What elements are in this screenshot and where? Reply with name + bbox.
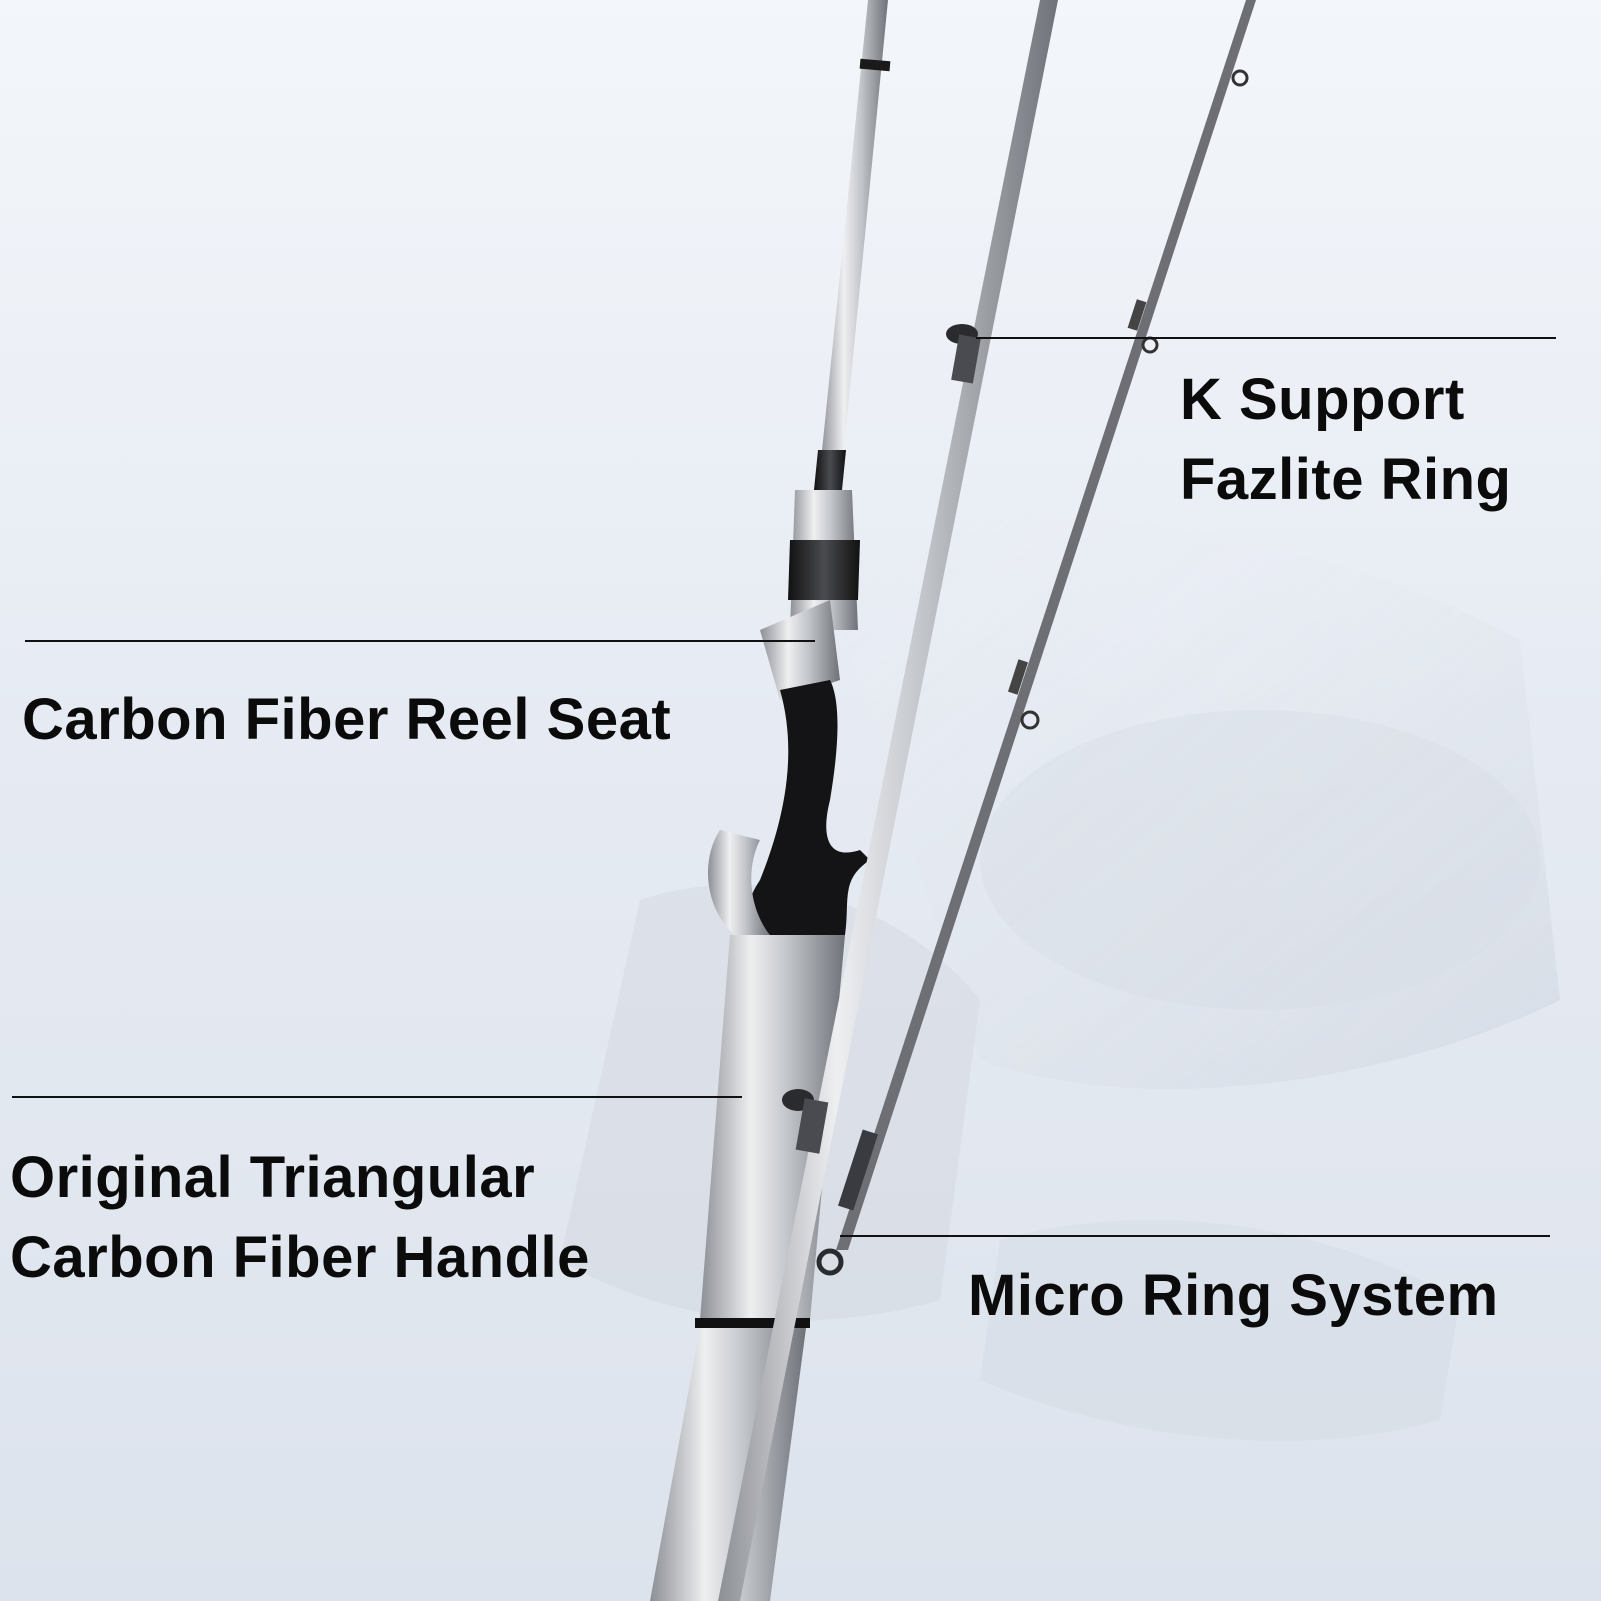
micro-ring-leader-line — [840, 1235, 1550, 1237]
rod-middle — [718, 0, 1058, 1601]
lower-guide — [782, 1089, 829, 1154]
k-support-guide — [946, 324, 981, 384]
handle-label-line2: Carbon Fiber Handle — [10, 1225, 590, 1290]
k-support-label: K Support Fazlite Ring — [1180, 360, 1511, 520]
background-reel-shadow — [560, 518, 1560, 1441]
handle-label: Original Triangular Carbon Fiber Handle — [10, 1138, 590, 1298]
micro-ring-label: Micro Ring System — [968, 1263, 1499, 1328]
reel-seat-leader-line — [25, 640, 815, 642]
handle-label-line1: Original Triangular — [10, 1145, 536, 1210]
reel-seat-label: Carbon Fiber Reel Seat — [22, 687, 672, 752]
k-support-label-line1: K Support — [1180, 367, 1465, 432]
k-support-label-line2: Fazlite Ring — [1180, 447, 1512, 512]
handle-leader-line — [12, 1096, 742, 1098]
micro-ring-guide — [816, 1129, 878, 1276]
k-support-leader-line — [976, 337, 1556, 339]
rod-tip — [816, 0, 1256, 1276]
